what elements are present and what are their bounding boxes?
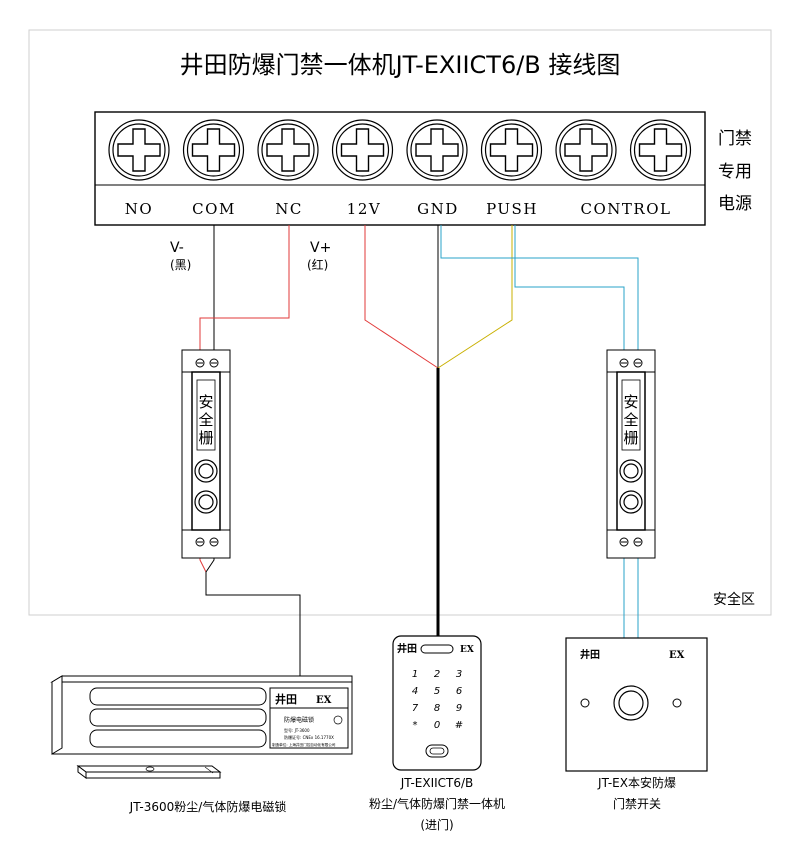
switch-brand: 井田 [580,648,600,661]
switch-ex: EX [669,650,685,661]
terminal-block: NO COM NC 12V GND PUSH CONTROL [94,111,706,226]
keypad-ex: EX [460,645,474,655]
magnetic-lock [50,675,353,779]
lock-caption: JT-3600粉尘/气体防爆电磁锁 [129,799,287,814]
lock-brand: 井田 [275,692,297,706]
terminal-screw-icon [629,119,692,181]
safe-zone-border [28,29,772,616]
terminal-screw-icon [331,119,394,181]
switch-caption-1: JT-EX本安防爆 [597,775,676,790]
barrier-left-label-1: 安 [198,393,213,411]
terminal-label-push: PUSH [486,200,538,218]
wires [199,225,639,682]
barrier-left-label-2: 全 [198,411,213,429]
exit-switch [565,637,708,772]
keypad-key: 7 [412,703,419,714]
keypad-caption-1: JT-EXIICT6/B [400,776,474,790]
keypad-brand: 井田 [397,642,417,655]
lock-plate-4: 制造单位: 上海井田门控自动化有限公司 [272,742,336,747]
safety-barrier-right [606,349,656,559]
keypad-key: * [413,720,418,731]
wire-lock-black [205,545,301,682]
power-label-3: 电源 [718,194,752,214]
keypad-key: 3 [456,669,462,680]
lock-plate-1: 防爆电磁锁 [284,716,314,724]
terminal-screw-icon [108,119,170,181]
wire-12v-red [364,225,439,369]
safety-barrier-left [181,349,231,559]
keypad-key: 4 [412,686,418,697]
wire-gnd-cyan [440,225,639,363]
safe-zone-label: 安全区 [713,591,755,608]
terminal-screw-icon [182,119,245,181]
v-minus-label: V- [170,240,184,256]
power-label-2: 专用 [718,162,752,182]
diagram-title: 井田防爆门禁一体机JT-EXIICT6/B 接线图 [180,51,621,79]
wire-nc-red [199,225,290,363]
terminal-label-control: CONTROL [581,200,672,218]
barrier-left-label-3: 栅 [198,429,213,447]
keypad-caption-3: (进门) [420,817,453,832]
terminal-screw-icon [257,119,319,181]
terminal-label-nc: NC [275,200,303,218]
keypad-key: 8 [434,703,440,714]
keypad-key: 0 [434,720,440,731]
v-plus-note: (红) [307,257,328,272]
power-label-1: 门禁 [718,129,752,149]
keypad-key: 9 [456,703,462,714]
keypad-caption-2: 粉尘/气体防爆门禁一体机 [369,796,505,811]
terminal-label-gnd: GND [417,200,459,218]
terminal-screw-icon [555,119,617,181]
v-minus-note: (黑) [170,258,191,272]
barrier-right-label-3: 栅 [623,429,638,447]
barrier-right-label-1: 安 [623,393,638,411]
terminal-label-no: NO [125,200,153,218]
switch-caption-2: 门禁开关 [613,796,661,811]
keypad-key: 2 [434,669,440,680]
lock-plate-3: 防爆证号: CNEx 16.1770X [284,734,334,740]
terminal-screw-icon [480,119,543,181]
barrier-right-label-2: 全 [623,411,638,429]
v-plus-label: V+ [310,240,331,256]
terminal-label-com: COM [192,200,236,218]
lock-plate-2: 型号: JT-3600 [284,727,310,733]
terminal-screw-icon [406,119,468,181]
keypad-key: 6 [456,686,462,697]
keypad-controller: 1 2 3 4 5 6 7 8 9 * 0 # [392,635,482,771]
wire-push-yellow [437,225,513,369]
keypad-key: 5 [434,686,440,697]
wire-push-cyan [514,225,625,363]
keypad-key: # [455,720,463,731]
terminal-label-12v: 12V [347,200,381,218]
keypad-key: 1 [412,669,418,680]
lock-ex: EX [316,695,332,706]
